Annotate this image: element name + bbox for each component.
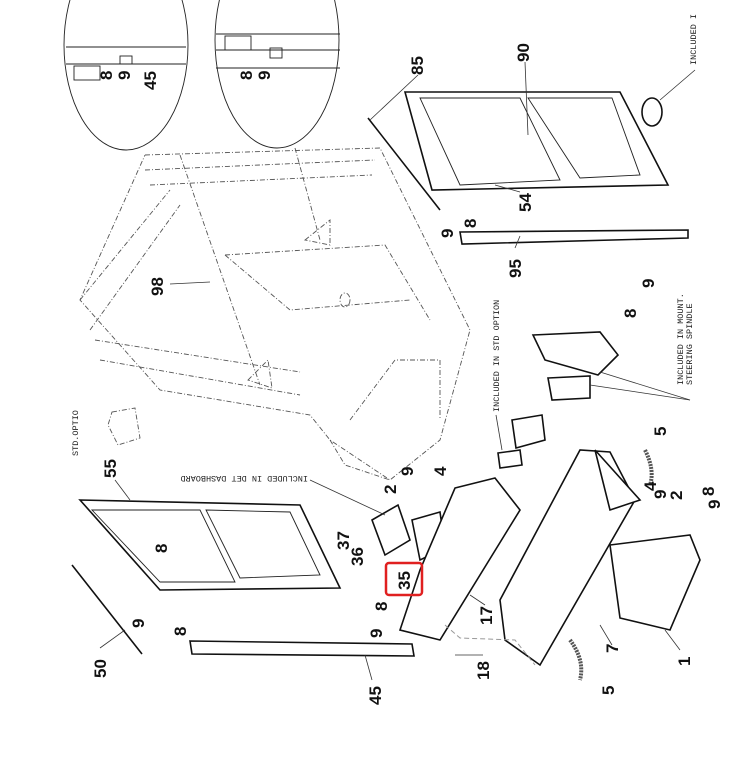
part-label: 90 — [514, 43, 533, 62]
seal-part — [641, 97, 663, 127]
part-label: 9 — [398, 467, 417, 476]
part-label: 5 — [651, 427, 670, 436]
part-label: 55 — [101, 459, 120, 478]
part-label: 9 — [651, 490, 670, 499]
part-label: 8 — [237, 71, 256, 80]
part-labels: 8 9 45 8 9 85 90 54 9 8 95 9 8 98 55 2 9… — [91, 43, 724, 705]
part-label: 8 — [461, 219, 480, 228]
part-label: 8 — [372, 602, 391, 611]
detail-circle-right — [214, 0, 340, 149]
part-label: 9 — [705, 500, 724, 509]
part-label: 2 — [667, 491, 686, 500]
part-label: 4 — [431, 466, 450, 476]
part-label: 8 — [152, 544, 171, 553]
detail-circle-left — [63, 0, 189, 151]
part-label: 9 — [639, 279, 658, 288]
note-std-option: INCLUDED IN STD OPTION — [492, 300, 502, 412]
notes: INCLUDED I INCLUDED IN STD OPTION INCLUD… — [71, 14, 699, 483]
part-label: 1 — [675, 657, 694, 666]
part-label: 8 — [699, 487, 718, 496]
part-label: 9 — [255, 71, 274, 80]
part-label: 9 — [115, 71, 134, 80]
dashboard-parts — [371, 449, 701, 681]
part-label: 45 — [141, 71, 160, 90]
door-left — [71, 499, 342, 655]
part-label: 45 — [366, 686, 385, 705]
note-dashboard: INCLUDED IN DET DASHBOARD — [180, 473, 308, 483]
part-label-highlighted: 35 — [395, 571, 414, 590]
steering-brackets — [497, 331, 620, 469]
leader-lines — [99, 61, 696, 681]
part-label: 8 — [171, 627, 190, 636]
part-label: 2 — [381, 485, 400, 494]
note-std-optio: STD.OPTIO — [71, 410, 81, 456]
part-label: 4 — [641, 481, 660, 491]
door-right — [367, 91, 670, 211]
part-label: 9 — [367, 629, 386, 638]
part-label: 17 — [477, 606, 496, 625]
highlight-box — [384, 561, 424, 597]
part-label: 18 — [474, 661, 493, 680]
rail-95 — [459, 229, 689, 245]
part-label: 5 — [599, 686, 618, 695]
part-label: 37 — [334, 531, 353, 550]
part-label: 9 — [438, 229, 457, 238]
rail-45 — [189, 640, 415, 657]
part-label: 9 — [129, 619, 148, 628]
cab-frame — [79, 147, 471, 481]
part-label: 36 — [348, 547, 367, 566]
part-label: 8 — [621, 309, 640, 318]
note-steering-1: INCLUDED IN MOUNT. — [676, 293, 686, 385]
part-label: 85 — [408, 56, 427, 75]
part-label: 50 — [91, 659, 110, 678]
part-label: 8 — [97, 71, 116, 80]
note-included-top: INCLUDED I — [689, 14, 699, 65]
note-steering-2: STEERING SPINDLE — [685, 303, 695, 385]
part-label: 7 — [603, 644, 622, 653]
part-label: 98 — [148, 277, 167, 296]
part-label: 54 — [516, 193, 535, 212]
part-label: 95 — [506, 259, 525, 278]
